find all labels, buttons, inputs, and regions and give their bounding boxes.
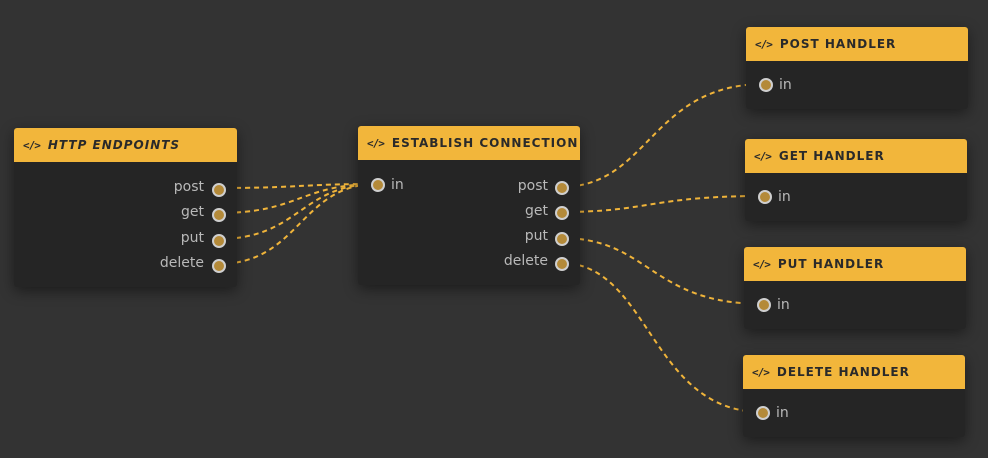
node-title: ESTABLISH CONNECTION — [391, 136, 579, 150]
node-title: DELETE HANDLER — [776, 365, 910, 379]
output-port-put[interactable] — [212, 234, 226, 248]
port-label-get: get — [181, 204, 204, 220]
output-port-post[interactable] — [555, 181, 569, 195]
output-port-delete[interactable] — [555, 257, 569, 271]
node-title: HTTP ENDPOINTS — [47, 138, 181, 152]
port-label-get: get — [525, 203, 548, 219]
node-header[interactable]: </> GET HANDLER — [745, 139, 967, 173]
code-icon: </> — [367, 136, 385, 150]
output-port-put[interactable] — [555, 232, 569, 246]
port-label-in: in — [777, 297, 790, 313]
input-port-in[interactable] — [371, 178, 385, 192]
node-title: GET HANDLER — [778, 149, 885, 163]
node-title: PUT HANDLER — [777, 257, 885, 271]
node-title: POST HANDLER — [779, 37, 897, 51]
node-delete-handler[interactable]: </> DELETE HANDLER in — [743, 355, 965, 437]
code-icon: </> — [752, 365, 770, 379]
node-http-endpoints[interactable]: </> HTTP ENDPOINTS post get put delete — [14, 128, 237, 287]
port-label-delete: delete — [503, 253, 548, 269]
port-label-in: in — [776, 405, 789, 421]
code-icon: </> — [23, 138, 41, 152]
port-label-post: post — [173, 179, 204, 195]
node-header[interactable]: </> DELETE HANDLER — [743, 355, 965, 389]
output-port-get[interactable] — [212, 208, 226, 222]
code-icon: </> — [755, 37, 773, 51]
port-label-in: in — [391, 177, 404, 193]
port-label-put: put — [180, 230, 204, 246]
node-get-handler[interactable]: </> GET HANDLER in — [745, 139, 967, 221]
output-port-get[interactable] — [555, 206, 569, 220]
wire-delete-to-in — [217, 183, 378, 265]
port-label-put: put — [524, 228, 548, 244]
port-label-post: post — [517, 178, 548, 194]
wire-post-to-post-handler — [560, 83, 766, 188]
node-put-handler[interactable]: </> PUT HANDLER in — [744, 247, 966, 329]
output-port-post[interactable] — [212, 183, 226, 197]
node-header[interactable]: </> ESTABLISH CONNECTION — [358, 126, 580, 160]
node-header[interactable]: </> HTTP ENDPOINTS — [14, 128, 237, 162]
input-port-in[interactable] — [759, 78, 773, 92]
port-label-delete: delete — [159, 255, 204, 271]
node-post-handler[interactable]: </> POST HANDLER in — [746, 27, 968, 109]
input-port-in[interactable] — [756, 406, 770, 420]
code-icon: </> — [754, 149, 772, 163]
wire-post-to-in — [217, 183, 378, 189]
wire-put-to-in — [217, 183, 378, 240]
node-establish-connection[interactable]: </> ESTABLISH CONNECTION in post get put… — [358, 126, 580, 285]
input-port-in[interactable] — [757, 298, 771, 312]
port-label-in: in — [779, 77, 792, 93]
wire-get-to-in — [217, 183, 378, 214]
output-port-delete[interactable] — [212, 259, 226, 273]
wire-delete-to-delete-handler — [560, 262, 763, 413]
wire-get-to-get-handler — [560, 195, 765, 213]
port-label-in: in — [778, 189, 791, 205]
node-header[interactable]: </> PUT HANDLER — [744, 247, 966, 281]
wire-put-to-put-handler — [560, 237, 764, 305]
input-port-in[interactable] — [758, 190, 772, 204]
code-icon: </> — [753, 257, 771, 271]
node-header[interactable]: </> POST HANDLER — [746, 27, 968, 61]
